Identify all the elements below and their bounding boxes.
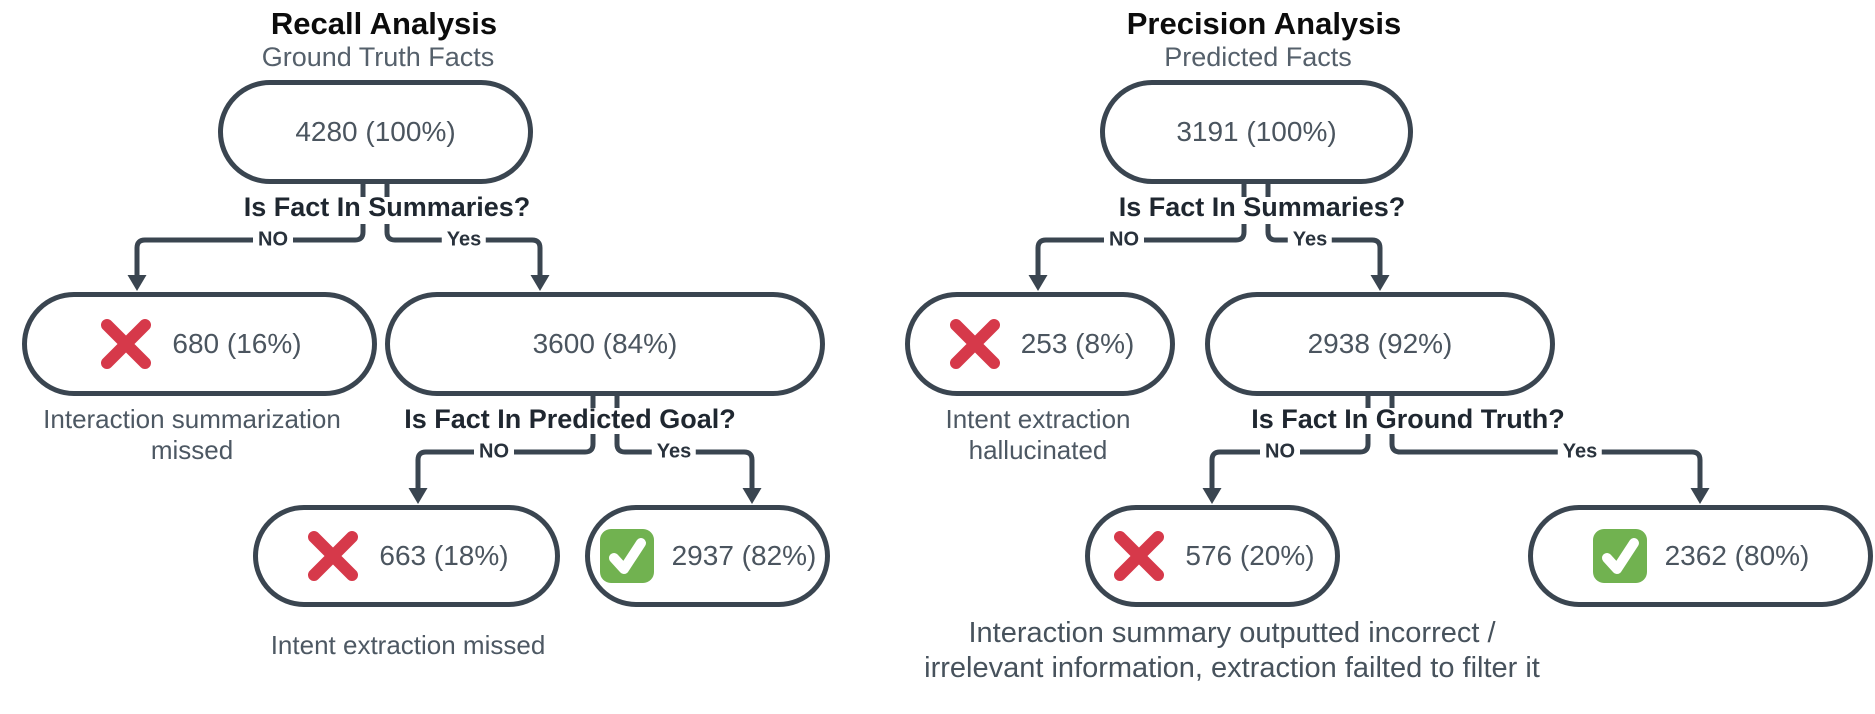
branch-label-no: NO (253, 228, 293, 252)
node-no-level1: 680 (16%) (22, 292, 377, 396)
question-label: Is Fact In Ground Truth? (1251, 404, 1565, 434)
node-yes-level2: 2937 (82%) (585, 505, 830, 607)
check-icon (599, 529, 654, 583)
question-label: Is Fact In Summaries? (243, 192, 531, 222)
node-label: 663 (18%) (379, 540, 509, 571)
x-icon (949, 319, 1000, 369)
tree-title: Precision Analysis (1126, 6, 1402, 41)
node-label: 253 (8%) (1020, 328, 1135, 359)
node-label: 680 (16%) (172, 328, 302, 359)
node-no-level2: 576 (20%) (1085, 505, 1340, 607)
x-icon (101, 319, 152, 369)
branch-label-no: NO (1260, 440, 1300, 464)
x-icon (308, 531, 359, 581)
node-caption: Intent extraction hallucinated (945, 404, 1131, 465)
footer-caption: Interaction summary outputted incorrect … (924, 617, 1540, 684)
branch-label-no: NO (474, 440, 514, 464)
node-root: 3191 (100%) (1100, 80, 1413, 184)
tree-subtitle: Ground Truth Facts (261, 42, 495, 72)
question-label: Is Fact In Predicted Goal? (404, 404, 736, 434)
node-label: 2362 (80%) (1664, 540, 1810, 571)
x-icon (1114, 531, 1165, 581)
tree-title: Recall Analysis (270, 6, 498, 41)
branch-label-yes: Yes (1557, 440, 1603, 464)
node-yes-level1: 3600 (84%) (385, 292, 825, 396)
question-label: Is Fact In Summaries? (1118, 192, 1406, 222)
branch-label-no: NO (1104, 228, 1144, 252)
branch-label-yes: Yes (651, 440, 697, 464)
node-label: 3191 (100%) (1176, 116, 1337, 147)
node-caption: Intent extraction missed (270, 630, 546, 660)
node-label: 4280 (100%) (295, 116, 456, 147)
tree-subtitle: Predicted Facts (1164, 42, 1352, 72)
node-label: 2938 (92%) (1307, 328, 1453, 359)
check-icon (1592, 529, 1647, 583)
node-root: 4280 (100%) (218, 80, 533, 184)
branch-label-yes: Yes (1287, 228, 1333, 252)
node-yes-level2: 2362 (80%) (1528, 505, 1873, 607)
node-no-level1: 253 (8%) (905, 292, 1175, 396)
node-label: 576 (20%) (1185, 540, 1315, 571)
node-yes-level1: 2938 (92%) (1205, 292, 1555, 396)
node-caption: Interaction summarization missed (43, 404, 341, 465)
branch-label-yes: Yes (441, 228, 487, 252)
node-label: 3600 (84%) (532, 328, 678, 359)
node-no-level2: 663 (18%) (253, 505, 560, 607)
node-label: 2937 (82%) (671, 540, 817, 571)
